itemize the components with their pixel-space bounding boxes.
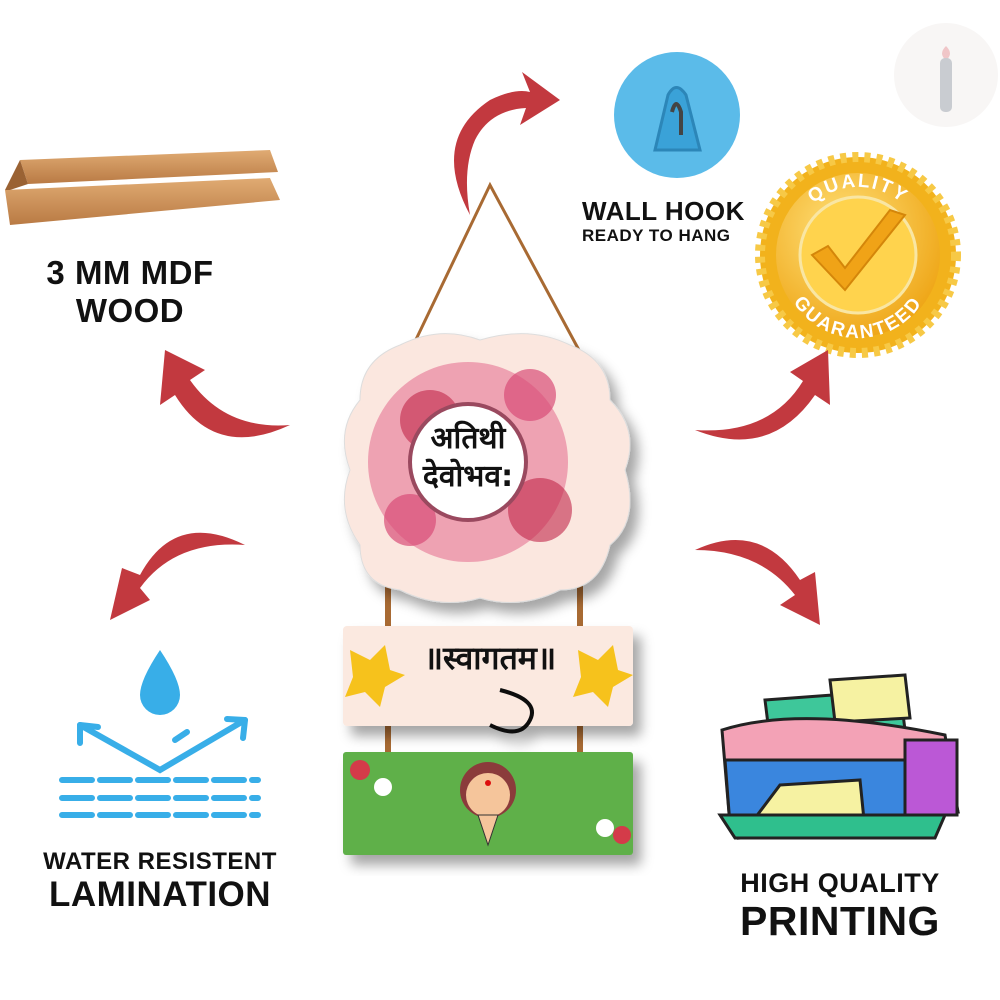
- arrow-to-water-icon: [110, 532, 245, 620]
- flower-plaque: [343, 333, 631, 603]
- arrow-to-quality-icon: [695, 350, 830, 440]
- plaque-line-2: देवोभव:: [422, 459, 514, 494]
- arrow-to-printer-icon: [695, 540, 820, 625]
- wall-hook-icon: [614, 52, 740, 178]
- hook-label-subtitle: READY TO HANG: [582, 226, 731, 245]
- sign-text: ॥स्वागतम॥: [423, 639, 557, 677]
- printing-label: HIGH QUALITY PRINTING: [720, 868, 960, 944]
- hook-label: WALL HOOK READY TO HANG: [582, 197, 745, 247]
- namaste-sign: [343, 752, 633, 855]
- wood-label: 3 MM MDF WOOD: [20, 254, 240, 330]
- wood-label-line2: WOOD: [75, 292, 185, 329]
- water-label: WATER RESISTENT LAMINATION: [30, 848, 290, 914]
- printing-label-line2: PRINTING: [740, 898, 940, 944]
- water-resistant-icon: [59, 650, 261, 818]
- hanging-string: [385, 181, 583, 758]
- arrows: [110, 72, 830, 625]
- plaque-text: अतिथी देवोभव:: [410, 420, 526, 496]
- water-label-line2: LAMINATION: [48, 875, 272, 914]
- arrow-to-wood-icon: [160, 350, 290, 438]
- brand-logo: [894, 23, 998, 127]
- welcome-sign: [343, 626, 633, 734]
- printing-label-line1: HIGH QUALITY: [740, 868, 940, 898]
- printer-icon: [717, 673, 960, 840]
- plaque-line-1: अतिथी: [430, 421, 506, 456]
- wood-label-line1: 3 MM MDF: [46, 254, 214, 291]
- wood-planks-icon: [5, 150, 280, 225]
- quality-badge-icon: QUALITY GUARANTEED: [755, 152, 961, 358]
- water-label-line1: WATER RESISTENT: [43, 848, 277, 875]
- arrow-to-hook-icon: [454, 72, 560, 215]
- hook-label-title: WALL HOOK: [582, 196, 745, 226]
